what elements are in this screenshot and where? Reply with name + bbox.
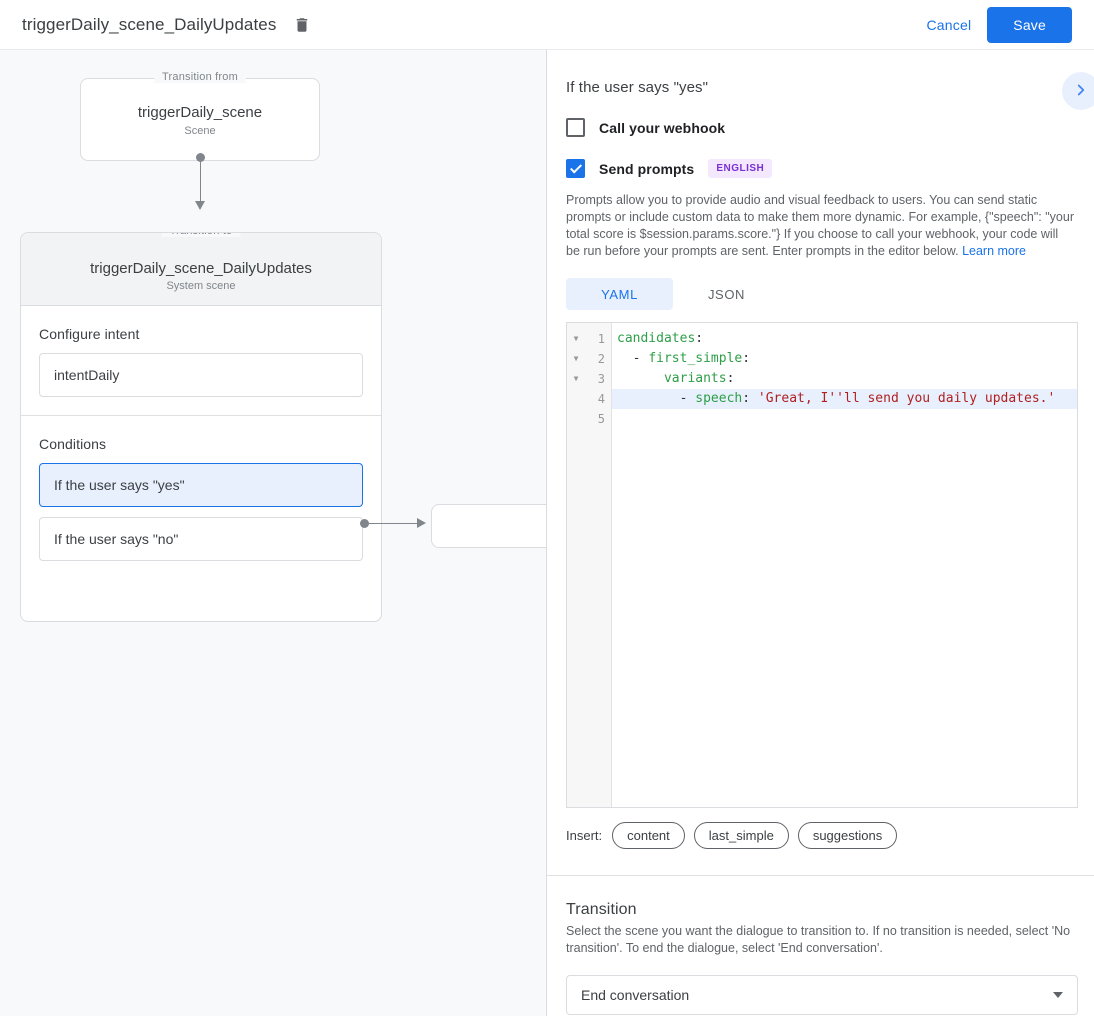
insert-chip-last-simple[interactable]: last_simple bbox=[693, 822, 789, 849]
editor-gutter-line: 5 bbox=[567, 409, 611, 429]
editor-line-number: 5 bbox=[597, 412, 605, 426]
language-badge: ENGLISH bbox=[708, 159, 773, 178]
fold-arrow-icon[interactable]: ▼ bbox=[573, 334, 579, 343]
cancel-button[interactable]: Cancel bbox=[917, 9, 982, 41]
page-title: triggerDaily_scene_DailyUpdates bbox=[22, 14, 277, 34]
transition-heading: Transition bbox=[566, 901, 637, 918]
conditions-section: Conditions If the user says "yes" If the… bbox=[21, 416, 381, 579]
insert-label: Insert: bbox=[566, 828, 603, 843]
call-webhook-row[interactable]: Call your webhook bbox=[566, 118, 1075, 137]
delete-button[interactable] bbox=[290, 13, 314, 37]
intent-value-box[interactable]: intentDaily bbox=[39, 353, 363, 397]
condition-connector-dot bbox=[360, 519, 369, 528]
trash-icon bbox=[293, 16, 311, 34]
code-token: : bbox=[742, 391, 758, 406]
flow-connector-line bbox=[200, 157, 201, 203]
transition-to-legend: Transition to bbox=[161, 233, 241, 237]
flow-connector-arrowhead bbox=[195, 201, 205, 210]
editor-code-area[interactable]: candidates: - first_simple: variants: - … bbox=[612, 323, 1077, 807]
editor-gutter-line: 4 bbox=[567, 389, 611, 409]
code-token: : bbox=[726, 371, 735, 386]
prompts-description-text: Prompts allow you to provide audio and v… bbox=[566, 193, 1074, 258]
transition-from-subtitle: Scene bbox=[184, 125, 216, 137]
condition-item-no[interactable]: If the user says "no" bbox=[39, 517, 363, 561]
editor-code-line: candidates: bbox=[612, 329, 1077, 349]
transition-select[interactable]: End conversation bbox=[566, 975, 1078, 1015]
transition-to-title: triggerDaily_scene_DailyUpdates bbox=[90, 260, 312, 277]
configure-intent-section: Configure intent intentDaily bbox=[21, 306, 381, 416]
call-webhook-label: Call your webhook bbox=[599, 119, 726, 136]
top-bar: triggerDaily_scene_DailyUpdates Cancel S… bbox=[0, 0, 1094, 50]
editor-line-number: 3 bbox=[597, 372, 605, 386]
transition-to-card[interactable]: Transition to triggerDaily_scene_DailyUp… bbox=[20, 232, 382, 622]
fold-arrow-icon[interactable]: ▼ bbox=[573, 374, 579, 383]
transition-to-subtitle: System scene bbox=[166, 280, 236, 292]
transition-to-header: triggerDaily_scene_DailyUpdates System s… bbox=[21, 233, 381, 306]
chevron-right-icon bbox=[1072, 81, 1090, 102]
call-webhook-checkbox[interactable] bbox=[566, 118, 585, 137]
code-token: : bbox=[742, 351, 751, 366]
code-token: variants bbox=[663, 371, 727, 386]
offscreen-target-card[interactable] bbox=[431, 504, 547, 548]
configure-intent-label: Configure intent bbox=[39, 326, 140, 342]
chevron-down-icon bbox=[1053, 992, 1063, 998]
panel-divider bbox=[546, 50, 547, 1016]
send-prompts-label: Send prompts bbox=[599, 160, 695, 177]
learn-more-link[interactable]: Learn more bbox=[962, 244, 1026, 258]
editor-gutter-line: ▼2 bbox=[567, 349, 611, 369]
detail-panel: If the user says "yes" Call your webhook… bbox=[547, 50, 1094, 1016]
prompts-description: Prompts allow you to provide audio and v… bbox=[566, 192, 1075, 260]
tab-yaml[interactable]: YAML bbox=[566, 278, 673, 310]
editor-code-line: - first_simple: bbox=[612, 349, 1077, 369]
code-token: first_simple bbox=[648, 351, 743, 366]
save-button[interactable]: Save bbox=[987, 6, 1072, 43]
transition-description: Select the scene you want the dialogue t… bbox=[566, 924, 1071, 955]
editor-code-line bbox=[612, 409, 1077, 429]
code-token bbox=[617, 371, 664, 386]
transition-from-title: triggerDaily_scene bbox=[137, 104, 263, 121]
condition-connector-arrowhead bbox=[417, 518, 426, 528]
transition-section-divider bbox=[547, 875, 1094, 876]
insert-chip-content[interactable]: content bbox=[612, 822, 685, 849]
editor-gutter-line: ▼1 bbox=[567, 329, 611, 349]
detail-panel-content: If the user says "yes" Call your webhook… bbox=[547, 50, 1094, 1015]
code-token: : bbox=[695, 331, 704, 346]
insert-chip-suggestions[interactable]: suggestions bbox=[797, 822, 898, 849]
condition-item-yes[interactable]: If the user says "yes" bbox=[39, 463, 363, 507]
editor-format-tabs: YAML JSON bbox=[566, 278, 1075, 310]
expand-panel-button[interactable] bbox=[1062, 72, 1094, 110]
panel-title: If the user says "yes" bbox=[566, 79, 709, 96]
condition-connector-line bbox=[368, 523, 422, 524]
editor-line-number: 4 bbox=[597, 392, 605, 406]
scene-canvas[interactable]: Transition from triggerDaily_scene Scene… bbox=[0, 50, 547, 1016]
code-token: 'Great, I''ll send you daily updates.' bbox=[757, 391, 1056, 406]
conditions-label: Conditions bbox=[39, 436, 107, 452]
fold-arrow-icon[interactable]: ▼ bbox=[573, 354, 579, 363]
code-token: - bbox=[617, 391, 696, 406]
code-token: - bbox=[617, 351, 649, 366]
editor-line-number: 2 bbox=[597, 352, 605, 366]
transition-select-value: End conversation bbox=[581, 987, 690, 1003]
send-prompts-checkbox[interactable] bbox=[566, 159, 585, 178]
editor-code-line: variants: bbox=[612, 369, 1077, 389]
tab-json[interactable]: JSON bbox=[707, 286, 746, 302]
editor-line-number: 1 bbox=[597, 332, 605, 346]
transition-from-card[interactable]: Transition from triggerDaily_scene Scene bbox=[80, 71, 320, 161]
editor-gutter-line: ▼3 bbox=[567, 369, 611, 389]
insert-chips-row: Insert: content last_simple suggestions bbox=[566, 822, 1075, 849]
transition-from-legend: Transition from bbox=[154, 71, 246, 83]
send-prompts-row[interactable]: Send prompts ENGLISH bbox=[566, 159, 1075, 178]
code-token: speech bbox=[695, 391, 743, 406]
editor-code-line: - speech: 'Great, I''ll send you daily u… bbox=[612, 389, 1077, 409]
code-token: candidates bbox=[617, 331, 696, 346]
